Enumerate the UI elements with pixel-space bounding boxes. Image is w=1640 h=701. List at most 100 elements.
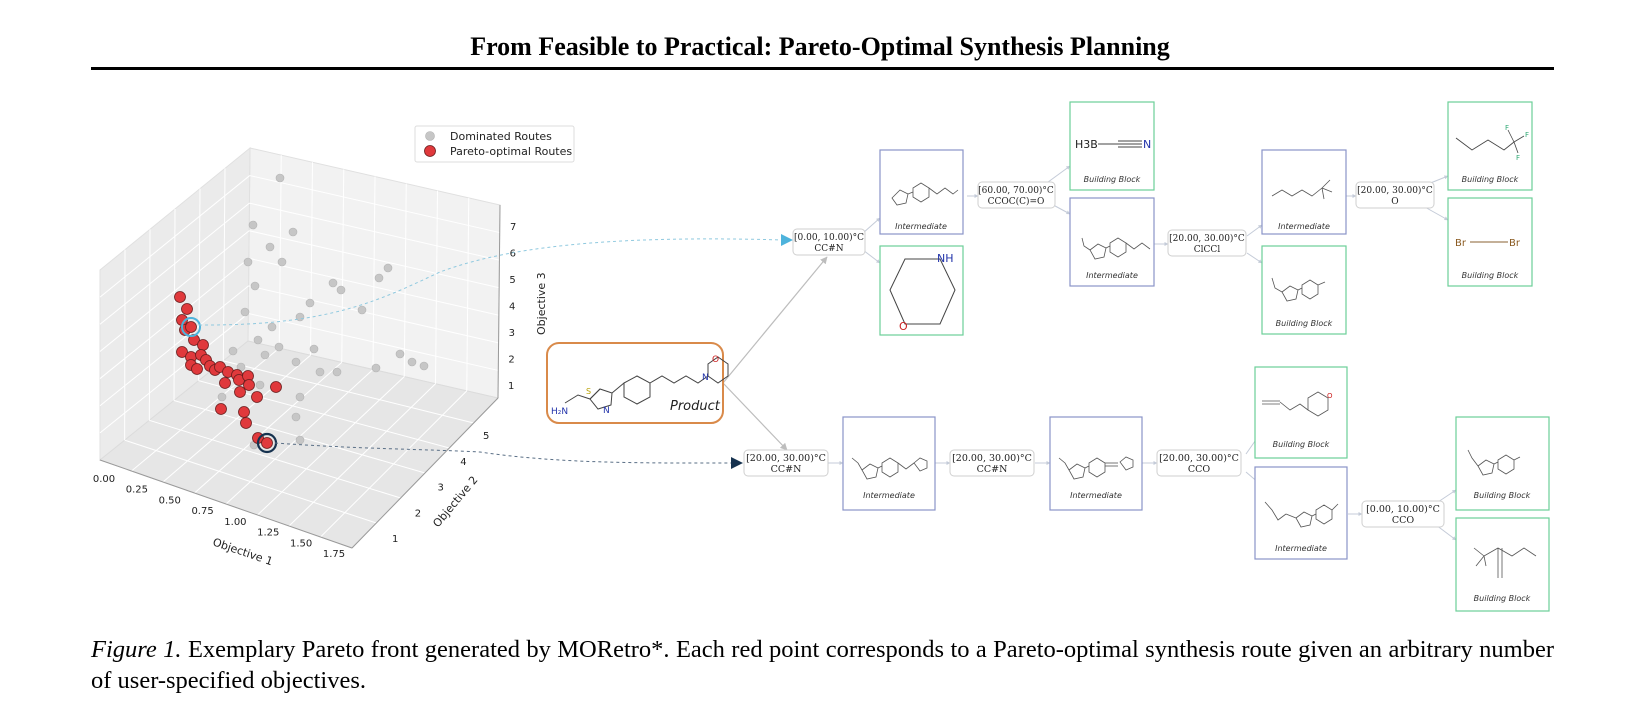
pareto-point (270, 381, 282, 393)
intermediate-node-bottom-2[interactable]: Intermediate (1049, 416, 1143, 511)
building-block-bottom-ester[interactable]: Building Block (1455, 517, 1550, 612)
svg-text:N: N (1143, 138, 1151, 151)
svg-text:Building Block: Building Block (1273, 440, 1330, 449)
svg-text:Br: Br (1509, 238, 1521, 249)
dominated-point (291, 412, 301, 422)
plot-legend: Dominated Routes Pareto-optimal Routes (414, 125, 575, 163)
dominated-point (295, 392, 305, 402)
condition-node-top-2[interactable]: [60.00, 70.00)°C CCOC(C)=O (977, 181, 1056, 209)
z-tick-label: 1 (508, 381, 514, 392)
svg-text:[20.00, 30.00)°C: [20.00, 30.00)°C (952, 453, 1032, 464)
svg-text:Intermediate: Intermediate (863, 491, 915, 500)
y-tick-label: 1 (392, 534, 398, 545)
y-tick-label: 3 (438, 483, 444, 494)
legend-pareto-marker (424, 145, 436, 157)
x-tick-label: 0.50 (159, 495, 181, 506)
pareto-point (234, 386, 246, 398)
dominated-point (383, 263, 393, 273)
pareto-point (240, 417, 252, 429)
condition-node-bottom-4[interactable]: [0.00, 10.00)°C CCO (1361, 500, 1445, 528)
svg-text:O: O (1391, 197, 1398, 207)
svg-text:Intermediate: Intermediate (1278, 222, 1330, 231)
intermediate-node-top-1[interactable]: Intermediate (879, 149, 964, 235)
caption-text: Exemplary Pareto front generated by MORe… (91, 636, 1555, 694)
svg-text:CC#N: CC#N (771, 464, 802, 475)
building-block-cf3-chain[interactable]: F F F Building Block (1447, 101, 1533, 191)
z-tick-label: 3 (509, 328, 515, 339)
svg-text:Building Block: Building Block (1474, 594, 1531, 603)
atom-o-morph: O (712, 355, 719, 365)
svg-text:H3B: H3B (1075, 138, 1098, 151)
dominated-point (305, 298, 315, 308)
svg-text:[20.00, 30.00)°C: [20.00, 30.00)°C (1169, 233, 1245, 244)
pareto-point (243, 379, 255, 391)
svg-text:F: F (1505, 124, 1509, 132)
legend-dominated-marker (425, 131, 435, 141)
svg-text:Intermediate: Intermediate (1086, 271, 1138, 280)
building-block-bottom-alkyne[interactable]: O Building Block (1254, 366, 1348, 459)
y-tick-label: 5 (483, 431, 489, 442)
building-block-morpholine[interactable]: NH O (879, 245, 964, 336)
building-block-borane[interactable]: H3B N Building Block (1069, 101, 1155, 191)
dominated-point (248, 220, 258, 230)
intermediate-node-top-3[interactable]: Intermediate (1261, 149, 1347, 235)
condition-node-top-4[interactable]: [20.00, 30.00)°C O (1355, 181, 1435, 209)
dominated-point (395, 349, 405, 359)
intermediate-node-top-2[interactable]: Intermediate (1069, 197, 1155, 287)
y-tick-label: 2 (415, 508, 421, 519)
condition-node-bottom-3[interactable]: [20.00, 30.00)°C CCO (1156, 449, 1242, 477)
dominated-point (309, 344, 319, 354)
svg-text:Building Block: Building Block (1462, 271, 1519, 280)
svg-text:[0.00, 10.00)°C: [0.00, 10.00)°C (794, 232, 864, 243)
svg-text:Intermediate: Intermediate (1275, 544, 1327, 553)
condition-node-top-1[interactable]: [0.00, 10.00)°C CC#N (792, 228, 866, 256)
pareto-point (176, 346, 188, 358)
svg-text:[20.00, 30.00)°C: [20.00, 30.00)°C (1357, 185, 1433, 196)
svg-text:CCOC(C)=O: CCOC(C)=O (988, 196, 1045, 207)
condition-node-top-3[interactable]: [20.00, 30.00)°C ClCCl (1167, 229, 1247, 257)
highlight-upper-marker[interactable] (181, 317, 201, 337)
dominated-point (274, 342, 284, 352)
x-tick-label: 1.50 (290, 538, 312, 549)
product-node[interactable]: H₂N S N N O Product (546, 342, 729, 424)
dominated-point (332, 367, 342, 377)
dominated-point (288, 227, 298, 237)
dominated-point (374, 273, 384, 283)
atom-n-morph: N (702, 373, 709, 383)
z-axis-label: Objective 3 (535, 272, 548, 335)
z-tick-label: 5 (509, 275, 515, 286)
pareto-point (181, 303, 193, 315)
product-label: Product (670, 399, 721, 414)
svg-text:O: O (899, 320, 908, 333)
pareto-point (174, 291, 186, 303)
svg-text:CCO: CCO (1188, 464, 1211, 475)
x-tick-label: 1.25 (257, 528, 279, 539)
pareto-point (251, 391, 263, 403)
z-tick-label: 7 (510, 222, 516, 233)
dominated-point (228, 346, 238, 356)
dominated-point (240, 307, 250, 317)
svg-text:ClCCl: ClCCl (1194, 245, 1221, 255)
building-block-top-3[interactable]: Building Block (1261, 245, 1347, 335)
svg-text:CC#N: CC#N (977, 464, 1008, 475)
atom-o-bottom: O (1327, 392, 1333, 400)
atom-s: S (586, 387, 591, 396)
legend-dominated-label: Dominated Routes (450, 130, 552, 143)
z-tick-label: 4 (509, 302, 515, 313)
building-block-bottom-thiazole[interactable]: Building Block (1455, 416, 1550, 511)
upper-route-connector (198, 238, 785, 326)
condition-node-bottom-1[interactable]: [20.00, 30.00)°C CC#N (743, 449, 829, 477)
svg-text:Br: Br (1455, 238, 1467, 249)
building-block-bromine[interactable]: Br Br Building Block (1447, 197, 1533, 287)
dominated-point (315, 367, 325, 377)
dominated-point (275, 173, 285, 183)
intermediate-node-bottom-1[interactable]: Intermediate (842, 416, 936, 511)
intermediate-node-bottom-3[interactable]: Intermediate (1254, 466, 1348, 560)
dominated-point (407, 357, 417, 367)
svg-text:Building Block: Building Block (1462, 175, 1519, 184)
condition-node-bottom-2[interactable]: [20.00, 30.00)°C CC#N (949, 449, 1035, 477)
svg-text:[60.00, 70.00)°C: [60.00, 70.00)°C (978, 185, 1054, 196)
